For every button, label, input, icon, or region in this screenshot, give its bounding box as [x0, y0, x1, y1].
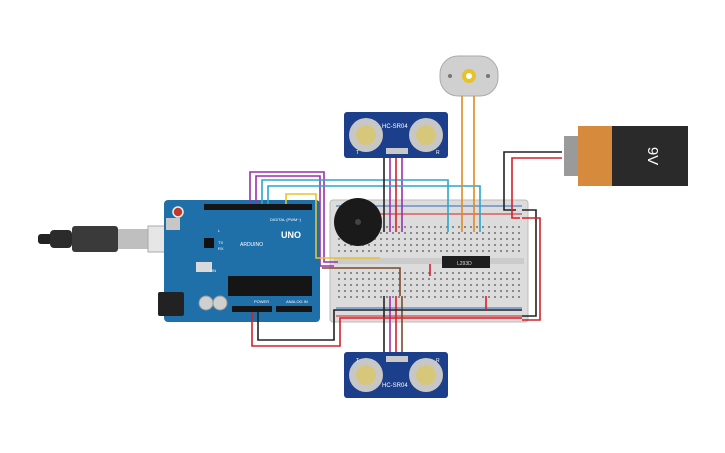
sensor-bottom-model: HC-SR04 — [382, 383, 408, 389]
analog-header-label: ANALOG IN — [286, 299, 308, 304]
buzzer-icon[interactable] — [334, 198, 382, 246]
l-led-label: L — [218, 228, 221, 233]
battery-label: 9V — [644, 147, 661, 165]
sensor-bottom-r-label: R — [436, 358, 440, 364]
wires — [249, 96, 562, 352]
arduino-uno-board[interactable]: UNO ARDUINO DIGITAL (PWM~) POWER ANALOG … — [158, 200, 320, 322]
l293d-driver-chip[interactable]: L293D — [442, 256, 490, 268]
on-led-label: ON — [210, 268, 216, 273]
arduino-brand-text: ARDUINO — [240, 242, 263, 248]
sensor-top-r-label: R — [436, 150, 440, 156]
motor-icon[interactable] — [439, 55, 499, 97]
digital-header-label: DIGITAL (PWM~) — [270, 217, 302, 222]
arduino-logo-text: UNO — [281, 230, 301, 240]
battery-icon[interactable]: 9V — [564, 126, 688, 186]
chip-label: L293D — [457, 261, 472, 267]
ultrasonic-sensor-bottom[interactable]: HC-SR04 T R — [344, 352, 448, 398]
sensor-top-t-label: T — [356, 150, 359, 156]
tx-label: TX — [218, 240, 223, 245]
usb-cable-icon — [38, 225, 167, 253]
power-header-label: POWER — [254, 299, 269, 304]
sensor-bottom-t-label: T — [356, 358, 359, 364]
rx-label: RX — [218, 246, 224, 251]
sensor-top-model: HC-SR04 — [382, 124, 408, 130]
ultrasonic-sensor-top[interactable]: HC-SR04 T R — [344, 112, 448, 158]
